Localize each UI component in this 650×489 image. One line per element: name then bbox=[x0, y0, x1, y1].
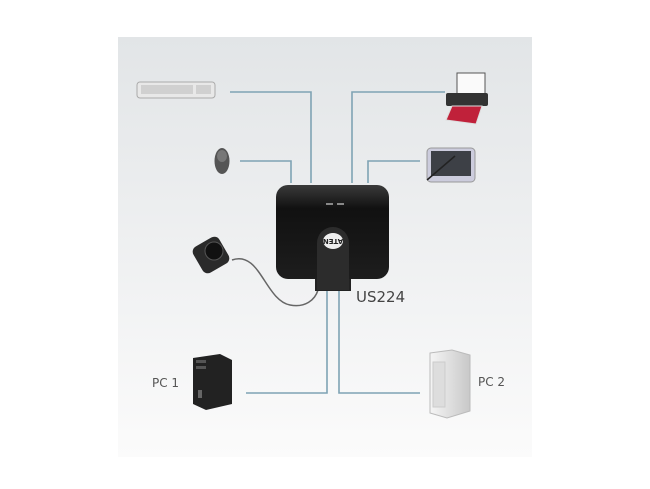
us224-switch: ATEN bbox=[276, 185, 389, 291]
tablet-cable bbox=[367, 160, 420, 183]
pc2-label: PC 2 bbox=[478, 375, 506, 389]
mouse-icon bbox=[214, 148, 230, 174]
aten-logo-text: ATEN bbox=[323, 237, 343, 245]
remote-cable bbox=[231, 257, 319, 307]
pc1-label: PC 1 bbox=[152, 376, 180, 390]
remote-switch-icon bbox=[192, 236, 230, 274]
aten-logo bbox=[323, 233, 343, 249]
printer-icon bbox=[445, 72, 488, 125]
pc2-tower-icon bbox=[429, 349, 471, 419]
pc1-cable bbox=[246, 290, 328, 394]
pc1-tower-icon bbox=[193, 354, 232, 410]
printer-cable bbox=[351, 91, 445, 183]
keyboard-icon bbox=[136, 81, 216, 99]
tablet-icon bbox=[426, 147, 476, 183]
model-label: US224 bbox=[356, 288, 406, 306]
mouse-cable bbox=[240, 160, 292, 183]
pc2-cable bbox=[338, 290, 420, 394]
led-2 bbox=[337, 203, 344, 205]
cables bbox=[230, 91, 445, 394]
keyboard-cable bbox=[230, 91, 312, 183]
led-1 bbox=[326, 203, 333, 205]
